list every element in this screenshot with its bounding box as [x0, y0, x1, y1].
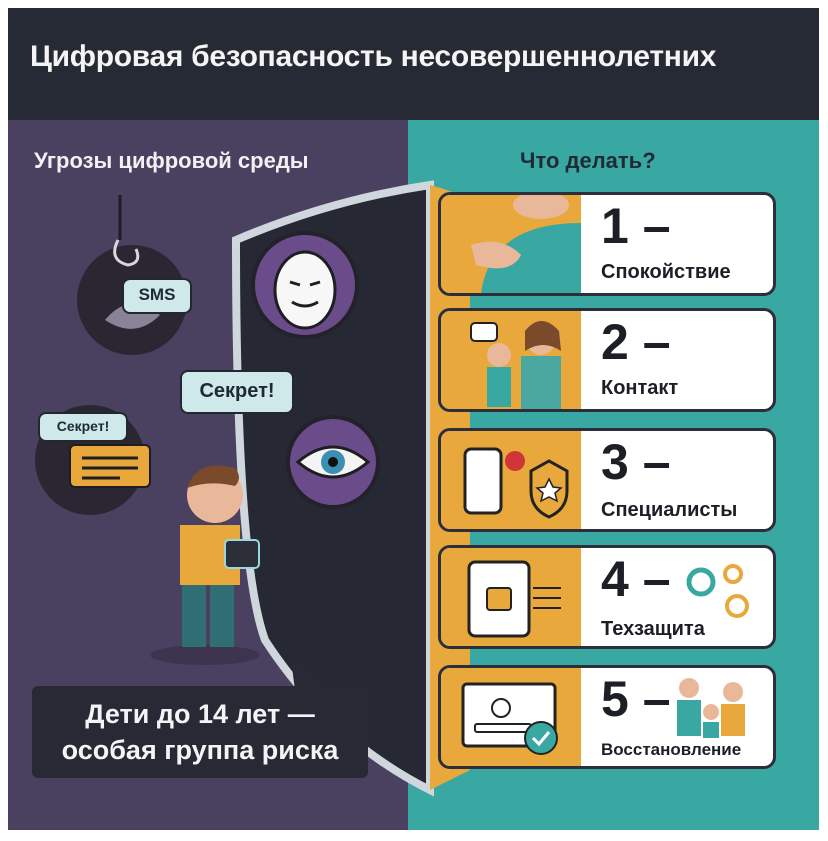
parent-hugging-child-icon — [470, 321, 561, 409]
step-number: 5 – — [601, 671, 671, 727]
header-bar — [8, 8, 819, 120]
locked-tablet-icon — [467, 560, 749, 638]
step-label: Контакт — [601, 377, 679, 399]
callout-line-2: особая группа риска — [61, 735, 339, 765]
step-label: Восстановление — [601, 740, 742, 759]
step-card-4: 4 – Техзащита — [438, 545, 776, 649]
phone-and-badge-icon — [463, 447, 569, 519]
step-number: 4 – — [601, 551, 671, 607]
step-card-3: 3 – Специалисты — [438, 428, 776, 532]
child-with-phone-illustration — [150, 465, 260, 665]
phishing-hook-icon — [77, 195, 187, 355]
step-label: Техзащита — [601, 618, 705, 640]
secret-bubble-small: Секрет! — [38, 412, 128, 442]
step-number: 3 – — [601, 434, 671, 490]
step-number: 1 – — [601, 198, 671, 254]
step-number: 2 – — [601, 314, 671, 370]
anonymous-mask-icon — [251, 231, 359, 339]
secure-account-and-family-icon — [461, 678, 745, 755]
threats-heading: Угрозы цифровой среды — [34, 148, 309, 173]
surveillance-eye-icon — [286, 415, 380, 509]
step-card-2: 2 – Контакт — [438, 308, 776, 412]
hand-on-shoulder-icon — [471, 195, 581, 293]
step-card-5: 5 – Восстановление — [438, 665, 776, 769]
secret-bubble-large: Секрет! — [180, 370, 294, 414]
callout-line-1: Дети до 14 лет — — [85, 699, 315, 729]
step-card-1: 1 – Спокойствие — [438, 192, 776, 296]
sms-bubble: SMS — [122, 278, 192, 314]
actions-heading: Что делать? — [520, 148, 656, 173]
step-label: Специалисты — [601, 499, 738, 521]
step-label: Спокойствие — [601, 261, 731, 283]
risk-group-callout: Дети до 14 лет — особая группа риска — [32, 686, 368, 778]
page-title: Цифровая безопасность несовершеннолетних — [30, 40, 717, 73]
